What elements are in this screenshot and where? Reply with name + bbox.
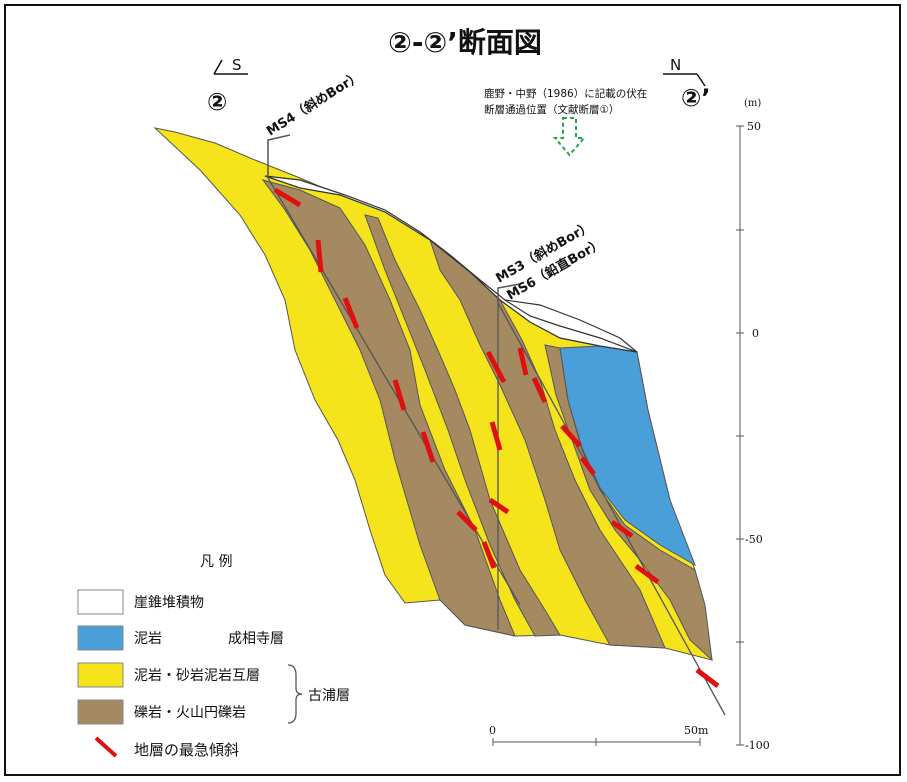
dip-marks <box>273 187 720 688</box>
legend-swatch-sand-mud <box>77 662 124 688</box>
fault-annotation-line1: 鹿野・中野（1986）に記載の伏在 <box>484 87 647 100</box>
legend-title: 凡 例 <box>200 554 232 570</box>
unit-talus <box>264 175 638 353</box>
endpoint-right: ②’ <box>681 84 710 112</box>
legend-swatch-mudstone <box>77 625 124 651</box>
fault-annotation-line2: 断層通過位置（文献断層①） <box>484 103 619 116</box>
legend-label-mudstone: 泥岩 <box>134 631 162 647</box>
dip-mark <box>610 519 634 539</box>
dip-mark <box>517 347 529 376</box>
dip-mark <box>315 239 324 273</box>
elevation-tick: -50 <box>745 533 763 546</box>
elevation-tick: -100 <box>745 739 770 752</box>
figure-frame <box>4 4 901 776</box>
borehole-ms4 <box>267 134 521 606</box>
legend-label-sand-mud: 泥岩・砂岩泥岩互層 <box>134 668 260 684</box>
borehole-ms4-label: MS4（斜めBor） <box>264 68 365 139</box>
figure-title: ②-②’断面図 <box>388 26 542 59</box>
dip-mark <box>481 541 497 569</box>
dip-mark <box>392 379 407 411</box>
legend-label-conglomerate: 礫岩・火山円礫岩 <box>134 705 246 721</box>
scale-start: 0 <box>489 724 496 737</box>
direction-south-label: S <box>232 56 242 74</box>
dip-mark <box>634 563 660 585</box>
dip-mark <box>485 350 507 384</box>
legend-group-kouura: 古浦層 <box>308 688 350 704</box>
dip-mark <box>488 497 510 515</box>
elevation-axis: (m) 50 0 -50 -100 <box>736 98 770 752</box>
legend-swatch-talus <box>77 589 124 615</box>
dip-mark <box>273 187 302 208</box>
direction-south: S <box>213 56 248 75</box>
scale-bar: 0 50m <box>489 724 709 746</box>
dip-mark <box>531 376 548 404</box>
legend-brace <box>287 664 303 724</box>
dip-mark <box>580 456 596 476</box>
direction-north-label: N <box>670 56 681 74</box>
legend-label-dip: 地層の最急傾斜 <box>134 741 239 759</box>
dip-mark <box>560 424 582 448</box>
scale-end: 50m <box>684 724 709 737</box>
direction-north: N <box>663 56 706 87</box>
dip-mark <box>695 668 720 688</box>
dip-mark <box>342 297 360 329</box>
unit-conglomerate-2 <box>364 214 561 637</box>
fault-position-arrow <box>552 117 587 157</box>
legend-swatch-conglomerate <box>77 699 124 725</box>
borehole-ms3-ms6 <box>497 283 726 716</box>
dip-mark <box>420 431 436 463</box>
elevation-tick: 50 <box>747 120 761 133</box>
legend-label-talus: 崖錐堆積物 <box>134 595 204 611</box>
legend-dip-symbol <box>94 736 118 758</box>
unit-conglomerate-3 <box>428 238 666 649</box>
unit-conglomerate-1 <box>261 179 516 637</box>
dip-mark <box>456 510 478 532</box>
elevation-unit: (m) <box>744 98 761 109</box>
legend-formation-jojoji: 成相寺層 <box>228 631 284 647</box>
dip-mark <box>489 421 503 451</box>
elevation-tick: 0 <box>752 327 759 340</box>
endpoint-left: ② <box>207 88 227 116</box>
cross-section <box>153 127 726 716</box>
legend: 凡 例 崖錐堆積物 泥岩 成相寺層 泥岩・砂岩泥岩互層 礫岩・火山円礫岩 古浦層… <box>77 554 350 759</box>
